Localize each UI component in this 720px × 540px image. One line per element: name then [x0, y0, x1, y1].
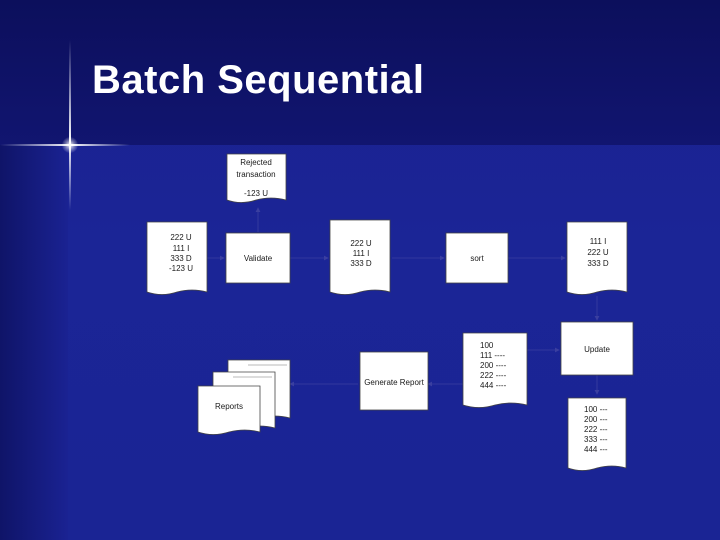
sort-label: sort	[470, 254, 484, 263]
sorted-line-3: 333 D	[587, 259, 609, 268]
generate-report-label: Generate Report	[364, 378, 424, 387]
input-transaction-doc: 222 U 111 I 333 D -123 U	[146, 221, 208, 295]
validate-label: Validate	[244, 254, 273, 263]
input-line-2: 111 I	[173, 244, 190, 253]
rejected-transaction-doc: Rejected transaction -123 U	[226, 153, 287, 203]
input-line-3: 333 D	[170, 254, 192, 263]
oldmaster-line-4: 222 ----	[480, 371, 507, 380]
newmaster-line-1: 100 ---	[584, 405, 608, 414]
reports-sheet-front	[197, 385, 261, 435]
sorted-line-1: 111 I	[590, 237, 607, 246]
slide-title: Batch Sequential	[92, 58, 425, 102]
sparkle-glow	[62, 137, 78, 153]
new-master-doc: 100 --- 200 --- 222 --- 333 --- 444 ---	[567, 397, 627, 471]
sort-process: sort	[445, 232, 509, 284]
validated-line-1: 222 U	[350, 239, 372, 248]
rejected-line-4: -123 U	[244, 189, 268, 198]
oldmaster-line-2: 111 ----	[480, 351, 505, 360]
sorted-line-2: 222 U	[587, 248, 609, 257]
validated-line-3: 333 D	[350, 259, 372, 268]
sparkle-vertical	[69, 40, 71, 210]
update-label: Update	[584, 345, 610, 354]
oldmaster-line-1: 100	[480, 341, 494, 350]
newmaster-line-4: 333 ---	[584, 435, 608, 444]
update-process: Update	[560, 321, 634, 376]
validated-transaction-doc: 222 U 111 I 333 D	[329, 219, 391, 295]
left-band	[0, 145, 68, 540]
title-band	[0, 0, 720, 145]
newmaster-line-3: 222 ---	[584, 425, 608, 434]
input-line-4: -123 U	[169, 264, 193, 273]
rejected-line-1: Rejected	[240, 158, 272, 167]
validated-line-2: 111 I	[353, 249, 370, 258]
validate-process: Validate	[225, 232, 291, 284]
old-master-doc: 100 111 ---- 200 ---- 222 ---- 444 ----	[462, 332, 528, 408]
input-line-1: 222 U	[170, 233, 192, 242]
reports-label: Reports	[215, 402, 243, 411]
sorted-transaction-doc: 111 I 222 U 333 D	[566, 221, 628, 295]
newmaster-line-2: 200 ---	[584, 415, 608, 424]
oldmaster-line-3: 200 ----	[480, 361, 507, 370]
newmaster-line-5: 444 ---	[584, 445, 608, 454]
rejected-line-2: transaction	[236, 170, 275, 179]
reports-doc-stack: Reports	[197, 359, 291, 435]
generate-report-process: Generate Report	[359, 351, 429, 411]
oldmaster-line-5: 444 ----	[480, 381, 507, 390]
